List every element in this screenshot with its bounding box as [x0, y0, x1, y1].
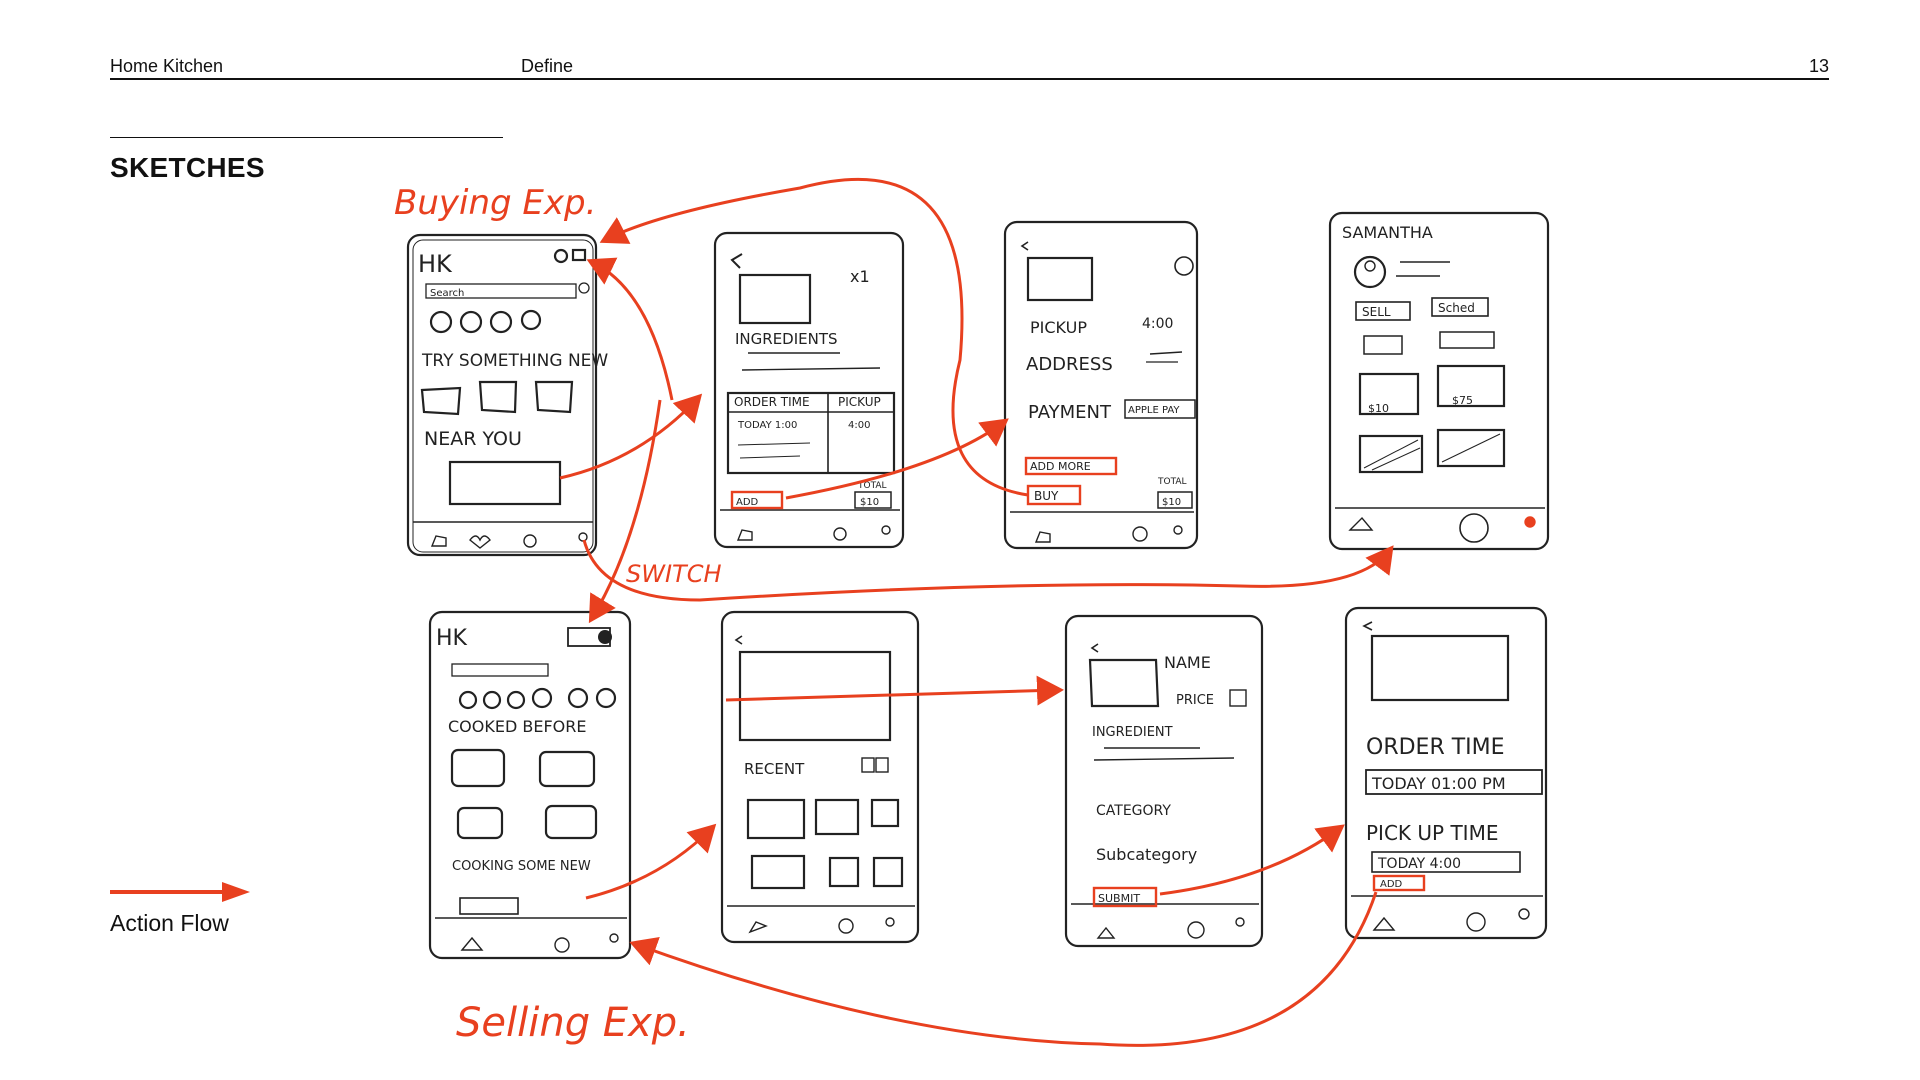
- sketch-sell-schedule: [1346, 608, 1546, 938]
- buy-item-quantity: x1: [850, 267, 870, 286]
- details-name: NAME: [1164, 653, 1211, 672]
- checkout-pickup-time: 4:00: [1142, 316, 1173, 332]
- checkout-add-more: ADD MORE: [1030, 460, 1091, 473]
- schedule-pickup-time: PICK UP TIME: [1366, 821, 1498, 845]
- schedule-pickup-value: TODAY 4:00: [1377, 856, 1461, 872]
- annotation-buying: Buying Exp.: [394, 183, 596, 223]
- buy-item-add-button: ADD: [736, 497, 759, 508]
- buy-home-logo: HK: [418, 250, 453, 278]
- buy-item-col-order-time: ORDER TIME: [734, 395, 810, 409]
- sell-home-section2: COOKING SOME NEW: [452, 859, 591, 874]
- buy-home-section2: NEAR YOU: [424, 428, 522, 450]
- checkout-address: ADDRESS: [1026, 354, 1113, 375]
- profile-price2: $75: [1452, 394, 1473, 407]
- details-price: PRICE: [1176, 693, 1214, 708]
- checkout-pickup: PICKUP: [1030, 318, 1087, 337]
- buy-home-section1: TRY SOMETHING NEW: [421, 351, 608, 371]
- buy-item-total-value: $10: [860, 497, 879, 508]
- buy-item-row-pickup: 4:00: [848, 420, 870, 431]
- checkout-total: TOTAL: [1157, 477, 1187, 487]
- annotation-switch: SWITCH: [626, 560, 722, 588]
- sketch-sell-home: [430, 612, 630, 958]
- profile-tab-sell: SELL: [1362, 305, 1391, 319]
- details-ingredient: INGREDIENT: [1092, 725, 1173, 740]
- schedule-order-value: TODAY 01:00 PM: [1371, 774, 1506, 793]
- details-subcategory: Subcategory: [1096, 845, 1197, 864]
- action-flow-arrows: [560, 179, 1390, 1045]
- buy-item-col-pickup: PICKUP: [838, 395, 881, 409]
- sketch-buy-profile: [1330, 213, 1548, 549]
- details-submit: SUBMIT: [1098, 892, 1140, 905]
- gallery-recent: RECENT: [744, 760, 805, 778]
- schedule-order-time: ORDER TIME: [1366, 735, 1505, 760]
- buy-item-ingredients: INGREDIENTS: [735, 330, 838, 348]
- checkout-payment-method: APPLE PAY: [1128, 405, 1180, 416]
- annotation-selling: Selling Exp.: [456, 1000, 690, 1046]
- sell-home-section1: COOKED BEFORE: [448, 717, 586, 736]
- checkout-buy: BUY: [1034, 489, 1059, 503]
- checkout-payment: PAYMENT: [1028, 402, 1112, 423]
- profile-price1: $10: [1368, 402, 1389, 415]
- schedule-add-button: ADD: [1380, 879, 1403, 890]
- sketch-buy-home: [408, 235, 596, 555]
- details-category: CATEGORY: [1096, 803, 1171, 819]
- buy-item-row-time: TODAY 1:00: [737, 420, 797, 431]
- checkout-total-value: $10: [1162, 497, 1181, 508]
- profile-tab-sched: Sched: [1438, 301, 1475, 315]
- sell-home-logo: HK: [436, 626, 468, 651]
- buy-home-search: Search: [430, 288, 464, 299]
- profile-name: SAMANTHA: [1342, 223, 1433, 242]
